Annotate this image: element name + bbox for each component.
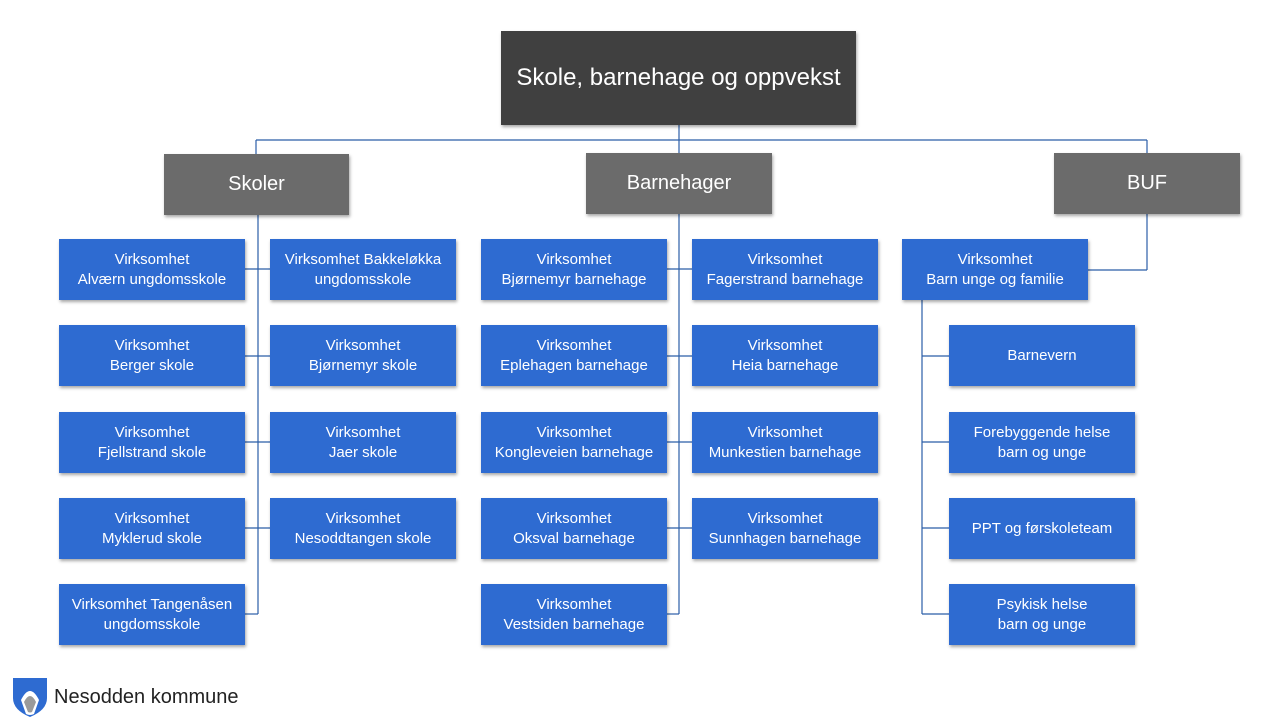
unit-jaer-line2: Jaer skole (328, 443, 398, 461)
unit-kongleveien-line1: Virksomhet (536, 423, 612, 441)
unit-heia[interactable]: Virksomhet Heia barnehage (692, 325, 878, 386)
unit-forebyggende-helse-line1: Forebyggende helse (973, 423, 1111, 441)
unit-sunnhagen[interactable]: Virksomhet Sunnhagen barnehage (692, 498, 878, 559)
unit-kongleveien[interactable]: Virksomhet Kongleveien barnehage (481, 412, 667, 473)
unit-bjornemyr-skole-line1: Virksomhet (325, 336, 401, 354)
unit-alvaern-line2: Alværn ungdomsskole (77, 270, 227, 288)
unit-bakkelokka[interactable]: Virksomhet Bakkeløkka ungdomsskole (270, 239, 456, 300)
nesodden-logo: Nesodden kommune (12, 676, 239, 718)
unit-eplehagen-line1: Virksomhet (536, 336, 612, 354)
unit-barnevern[interactable]: Barnevern (949, 325, 1135, 386)
unit-oksval[interactable]: Virksomhet Oksval barnehage (481, 498, 667, 559)
unit-jaer[interactable]: Virksomhet Jaer skole (270, 412, 456, 473)
unit-fagerstrand[interactable]: Virksomhet Fagerstrand barnehage (692, 239, 878, 300)
category-buf-label: BUF (1127, 172, 1167, 194)
unit-barnevern-line1: Barnevern (1007, 346, 1077, 364)
unit-tangenasen-line1: Virksomhet Tangenåsen (71, 595, 233, 613)
unit-barn-unge-familie[interactable]: Virksomhet Barn unge og familie (902, 239, 1088, 300)
unit-vestsiden[interactable]: Virksomhet Vestsiden barnehage (481, 584, 667, 645)
logo-text: Nesodden kommune (54, 685, 239, 708)
unit-fjellstrand-line2: Fjellstrand skole (97, 443, 207, 461)
root-node[interactable]: Skole, barnehage og oppvekst (501, 31, 856, 125)
unit-fagerstrand-line1: Virksomhet (747, 250, 823, 268)
unit-myklerud-line2: Myklerud skole (101, 529, 203, 547)
unit-myklerud-line1: Virksomhet (114, 509, 190, 527)
unit-barn-unge-familie-line1: Virksomhet (957, 250, 1033, 268)
unit-nesoddtangen-line2: Nesoddtangen skole (294, 529, 432, 547)
unit-bjornemyr-barnehage-line2: Bjørnemyr barnehage (501, 270, 647, 288)
category-skoler-label: Skoler (228, 173, 285, 195)
unit-bjornemyr-barnehage[interactable]: Virksomhet Bjørnemyr barnehage (481, 239, 667, 300)
unit-psykisk-helse-line1: Psykisk helse (996, 595, 1088, 613)
unit-forebyggende-helse[interactable]: Forebyggende helse barn og unge (949, 412, 1135, 473)
unit-munkestien-line2: Munkestien barnehage (708, 443, 862, 461)
unit-eplehagen[interactable]: Virksomhet Eplehagen barnehage (481, 325, 667, 386)
unit-fjellstrand-line1: Virksomhet (114, 423, 190, 441)
unit-berger[interactable]: Virksomhet Berger skole (59, 325, 245, 386)
unit-vestsiden-line2: Vestsiden barnehage (503, 615, 645, 633)
unit-bakkelokka-line1: Virksomhet Bakkeløkka (284, 250, 442, 268)
root-title: Skole, barnehage og oppvekst (516, 64, 841, 91)
category-barnehager[interactable]: Barnehager (586, 153, 772, 214)
unit-tangenasen-line2: ungdomsskole (103, 615, 201, 633)
unit-fagerstrand-line2: Fagerstrand barnehage (706, 270, 864, 288)
unit-bakkelokka-line2: ungdomsskole (314, 270, 412, 288)
unit-bjornemyr-barnehage-line1: Virksomhet (536, 250, 612, 268)
unit-alvaern-line1: Virksomhet (114, 250, 190, 268)
unit-ppt-forskoleteam[interactable]: PPT og førskoleteam (949, 498, 1135, 559)
unit-kongleveien-line2: Kongleveien barnehage (494, 443, 654, 461)
unit-munkestien-line1: Virksomhet (747, 423, 823, 441)
unit-psykisk-helse-line2: barn og unge (997, 615, 1087, 633)
unit-vestsiden-line1: Virksomhet (536, 595, 612, 613)
unit-forebyggende-helse-line2: barn og unge (997, 443, 1087, 461)
unit-tangenasen[interactable]: Virksomhet Tangenåsen ungdomsskole (59, 584, 245, 645)
unit-sunnhagen-line2: Sunnhagen barnehage (708, 529, 862, 547)
unit-barn-unge-familie-line2: Barn unge og familie (926, 270, 1064, 288)
unit-heia-line1: Virksomhet (747, 336, 823, 354)
unit-nesoddtangen[interactable]: Virksomhet Nesoddtangen skole (270, 498, 456, 559)
unit-bjornemyr-skole[interactable]: Virksomhet Bjørnemyr skole (270, 325, 456, 386)
unit-bjornemyr-skole-line2: Bjørnemyr skole (308, 356, 418, 374)
unit-oksval-line2: Oksval barnehage (513, 529, 635, 547)
nesodden-crest-icon (13, 678, 47, 717)
unit-myklerud[interactable]: Virksomhet Myklerud skole (59, 498, 245, 559)
category-buf[interactable]: BUF (1054, 153, 1240, 214)
category-barnehager-label: Barnehager (626, 172, 732, 194)
unit-psykisk-helse[interactable]: Psykisk helse barn og unge (949, 584, 1135, 645)
unit-ppt-forskoleteam-line1: PPT og førskoleteam (971, 519, 1113, 537)
unit-sunnhagen-line1: Virksomhet (747, 509, 823, 527)
unit-munkestien[interactable]: Virksomhet Munkestien barnehage (692, 412, 878, 473)
unit-oksval-line1: Virksomhet (536, 509, 612, 527)
category-skoler[interactable]: Skoler (164, 154, 349, 215)
unit-fjellstrand[interactable]: Virksomhet Fjellstrand skole (59, 412, 245, 473)
unit-jaer-line1: Virksomhet (325, 423, 401, 441)
unit-alvaern[interactable]: Virksomhet Alværn ungdomsskole (59, 239, 245, 300)
unit-heia-line2: Heia barnehage (731, 356, 839, 374)
unit-nesoddtangen-line1: Virksomhet (325, 509, 401, 527)
unit-berger-line1: Virksomhet (114, 336, 190, 354)
unit-eplehagen-line2: Eplehagen barnehage (500, 356, 648, 374)
unit-berger-line2: Berger skole (109, 356, 195, 374)
